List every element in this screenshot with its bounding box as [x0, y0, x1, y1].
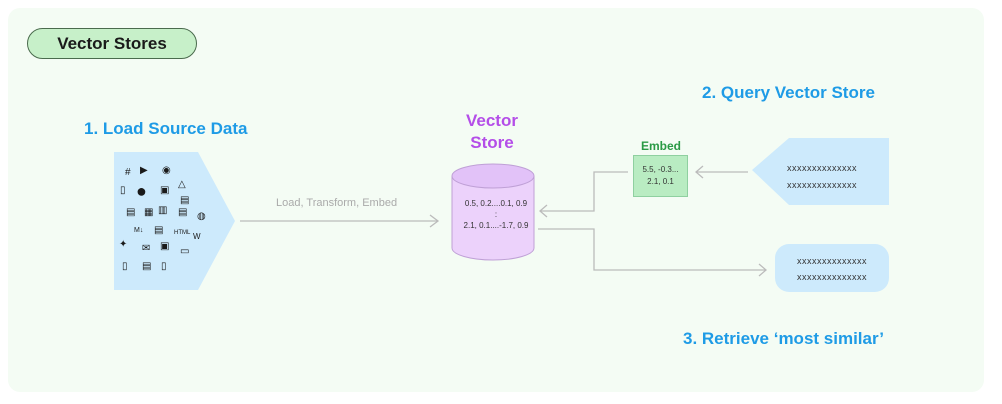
doc-icon: ▤: [154, 225, 164, 236]
csv-file-icon: ▤: [178, 207, 188, 218]
file-icon: ▯: [120, 185, 126, 196]
wikipedia-icon: W: [193, 232, 201, 241]
drive-icon: △: [178, 179, 186, 190]
result-line1: xxxxxxxxxxxxxx: [797, 256, 867, 266]
query-line1: xxxxxxxxxxxxxx: [787, 163, 857, 173]
store-to-result-head: [758, 263, 767, 277]
embed-label: Embed: [641, 139, 682, 153]
slack-icon: #: [125, 167, 131, 178]
pill-label: Vector Stores: [57, 33, 167, 53]
csv-icon: ▤: [126, 207, 136, 218]
step-query-title: 2. Query Vector Store: [702, 83, 875, 102]
step-load-title: 1. Load Source Data: [84, 119, 248, 138]
globe-icon: ◍: [197, 211, 206, 222]
vector-store-title-line2: Store: [470, 133, 514, 152]
source-data-shape: [114, 152, 235, 290]
vector-store-title-line1: Vector: [466, 111, 518, 130]
query-text: xxxxxxxxxxxxxx xxxxxxxxxxxxxx: [787, 160, 857, 194]
result-box: xxxxxxxxxxxxxx xxxxxxxxxxxxxx: [775, 244, 889, 292]
vector-stores-pill: Vector Stores: [27, 28, 197, 59]
load-transform-embed-label: Load, Transform, Embed: [276, 197, 398, 209]
folder-icon: ▭: [180, 246, 190, 257]
query-shape: [752, 138, 889, 205]
json-icon: ▣: [160, 241, 170, 252]
query-line2: xxxxxxxxxxxxxx: [787, 180, 857, 190]
discord-icon: ◉: [162, 165, 171, 176]
store-to-result-line: [538, 228, 766, 271]
vector-store-line3: 2.1, 0.1....-1.7, 0.9: [463, 221, 529, 230]
blank-file-icon: ▯: [161, 261, 167, 272]
mail-icon: ✉: [142, 243, 151, 254]
embed-to-store-line: [540, 171, 628, 212]
result-line2: xxxxxxxxxxxxxx: [797, 272, 867, 282]
query-to-embed-head: [695, 165, 704, 179]
youtube-icon: ▶: [140, 165, 148, 176]
pdf-icon: ▤: [180, 195, 190, 206]
embed-box: 5.5, -0.3... 2.1, 0.1: [633, 155, 688, 197]
vector-store-values: 0.5, 0.2....0.1, 0.9 : 2.1, 0.1....-1.7,…: [455, 198, 537, 231]
embed-to-store-head: [539, 204, 548, 218]
image-icon: ▣: [160, 185, 170, 196]
twitter-icon: ✦: [119, 239, 128, 250]
vector-store-line1: 0.5, 0.2....0.1, 0.9: [464, 199, 528, 208]
github-icon: ●: [136, 181, 147, 201]
embed-line2: 2.1, 0.1: [647, 177, 674, 186]
html-icon: HTML: [174, 230, 191, 236]
db-icon: ▦: [144, 207, 154, 218]
step-retrieve-title: 3. Retrieve ‘most similar’: [683, 329, 884, 348]
vector-store-cylinder: [451, 163, 535, 261]
embed-line1: 5.5, -0.3...: [642, 165, 679, 174]
txt-icon: ▤: [142, 261, 152, 272]
ppt-icon: ▥: [158, 205, 168, 216]
markdown-icon: M↓: [134, 227, 144, 234]
vector-store-line2: :: [494, 210, 498, 219]
load-arrow-head: [429, 214, 440, 228]
vector-store-title: Vector Store: [452, 110, 532, 154]
page-icon: ▯: [122, 261, 128, 272]
